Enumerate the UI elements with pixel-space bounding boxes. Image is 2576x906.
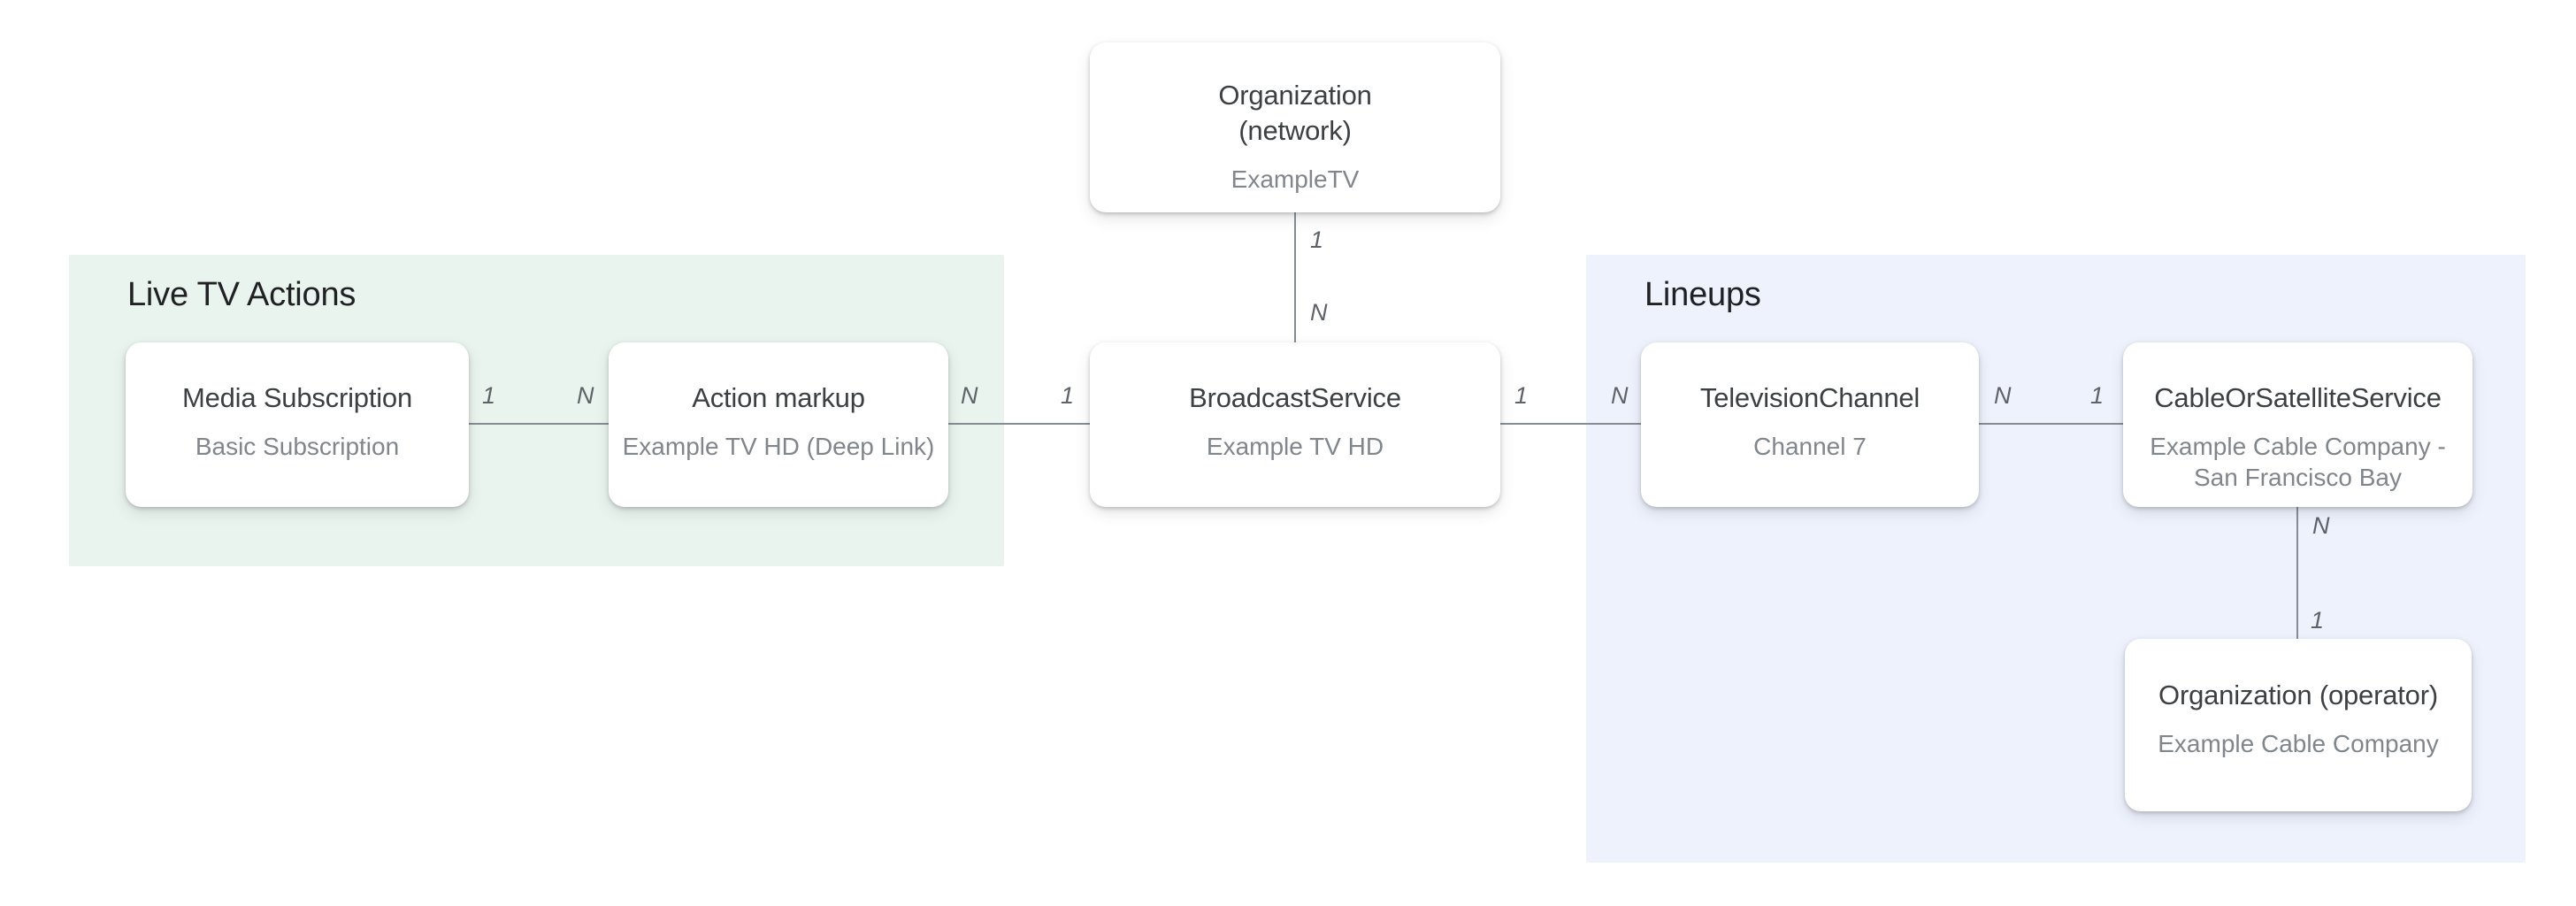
node-title: BroadcastService (1189, 382, 1401, 413)
node-title: Organization (operator) (2158, 680, 2438, 710)
connector-television-channel-cable-or-satellite-service (1979, 423, 2123, 425)
node-title: Organization (network) (1218, 80, 1372, 146)
node-subtitle: Example TV HD (1206, 433, 1384, 460)
cardinality-label: 1 (482, 382, 496, 409)
node-title: TelevisionChannel (1699, 382, 1920, 413)
node-subtitle: Channel 7 (1753, 433, 1867, 460)
node-subtitle: Example Cable Company (2158, 730, 2439, 757)
cardinality-label: N (1310, 299, 1328, 326)
node-organization-operator: Organization (operator) Example Cable Co… (2125, 639, 2472, 811)
node-action-markup: Action markup Example TV HD (Deep Link) (609, 342, 948, 507)
node-subtitle: ExampleTV (1230, 165, 1360, 193)
cardinality-label: N (1611, 382, 1629, 409)
node-title: Action markup (692, 382, 865, 413)
node-broadcast-service: BroadcastService Example TV HD (1090, 342, 1500, 507)
connector-broadcast-service-television-channel (1500, 423, 1641, 425)
node-media-subscription: Media Subscription Basic Subscription (126, 342, 469, 507)
cardinality-label: 1 (2311, 607, 2325, 633)
node-cable-or-satellite-service: CableOrSatelliteService Example Cable Co… (2123, 342, 2472, 507)
node-organization-network: Organization (network) ExampleTV (1090, 42, 1500, 212)
node-title: Media Subscription (181, 382, 413, 413)
connector-organization-network-broadcast-service (1294, 212, 1296, 342)
connector-action-markup-broadcast-service (948, 423, 1090, 425)
connector-media-subscription-action-markup (469, 423, 609, 425)
cardinality-label: 1 (2090, 382, 2104, 409)
section-heading-live-tv-actions: Live TV Actions (127, 276, 356, 313)
node-subtitle: Example Cable Company - San Francisco Ba… (2150, 433, 2446, 491)
node-subtitle: Example TV HD (Deep Link) (622, 433, 935, 460)
cardinality-label: 1 (1310, 226, 1324, 253)
cardinality-label: N (1994, 382, 2012, 409)
cardinality-label: N (2312, 512, 2330, 539)
cardinality-label: 1 (1514, 382, 1529, 409)
cardinality-label: 1 (1061, 382, 1075, 409)
cardinality-label: N (577, 382, 594, 409)
node-television-channel: TelevisionChannel Channel 7 (1641, 342, 1979, 507)
connector-cable-or-satellite-service-organization-operator (2296, 507, 2298, 639)
section-heading-lineups: Lineups (1644, 276, 1761, 313)
cardinality-label: N (961, 382, 978, 409)
node-title: CableOrSatelliteService (2154, 382, 2442, 413)
node-subtitle: Basic Subscription (195, 433, 400, 460)
